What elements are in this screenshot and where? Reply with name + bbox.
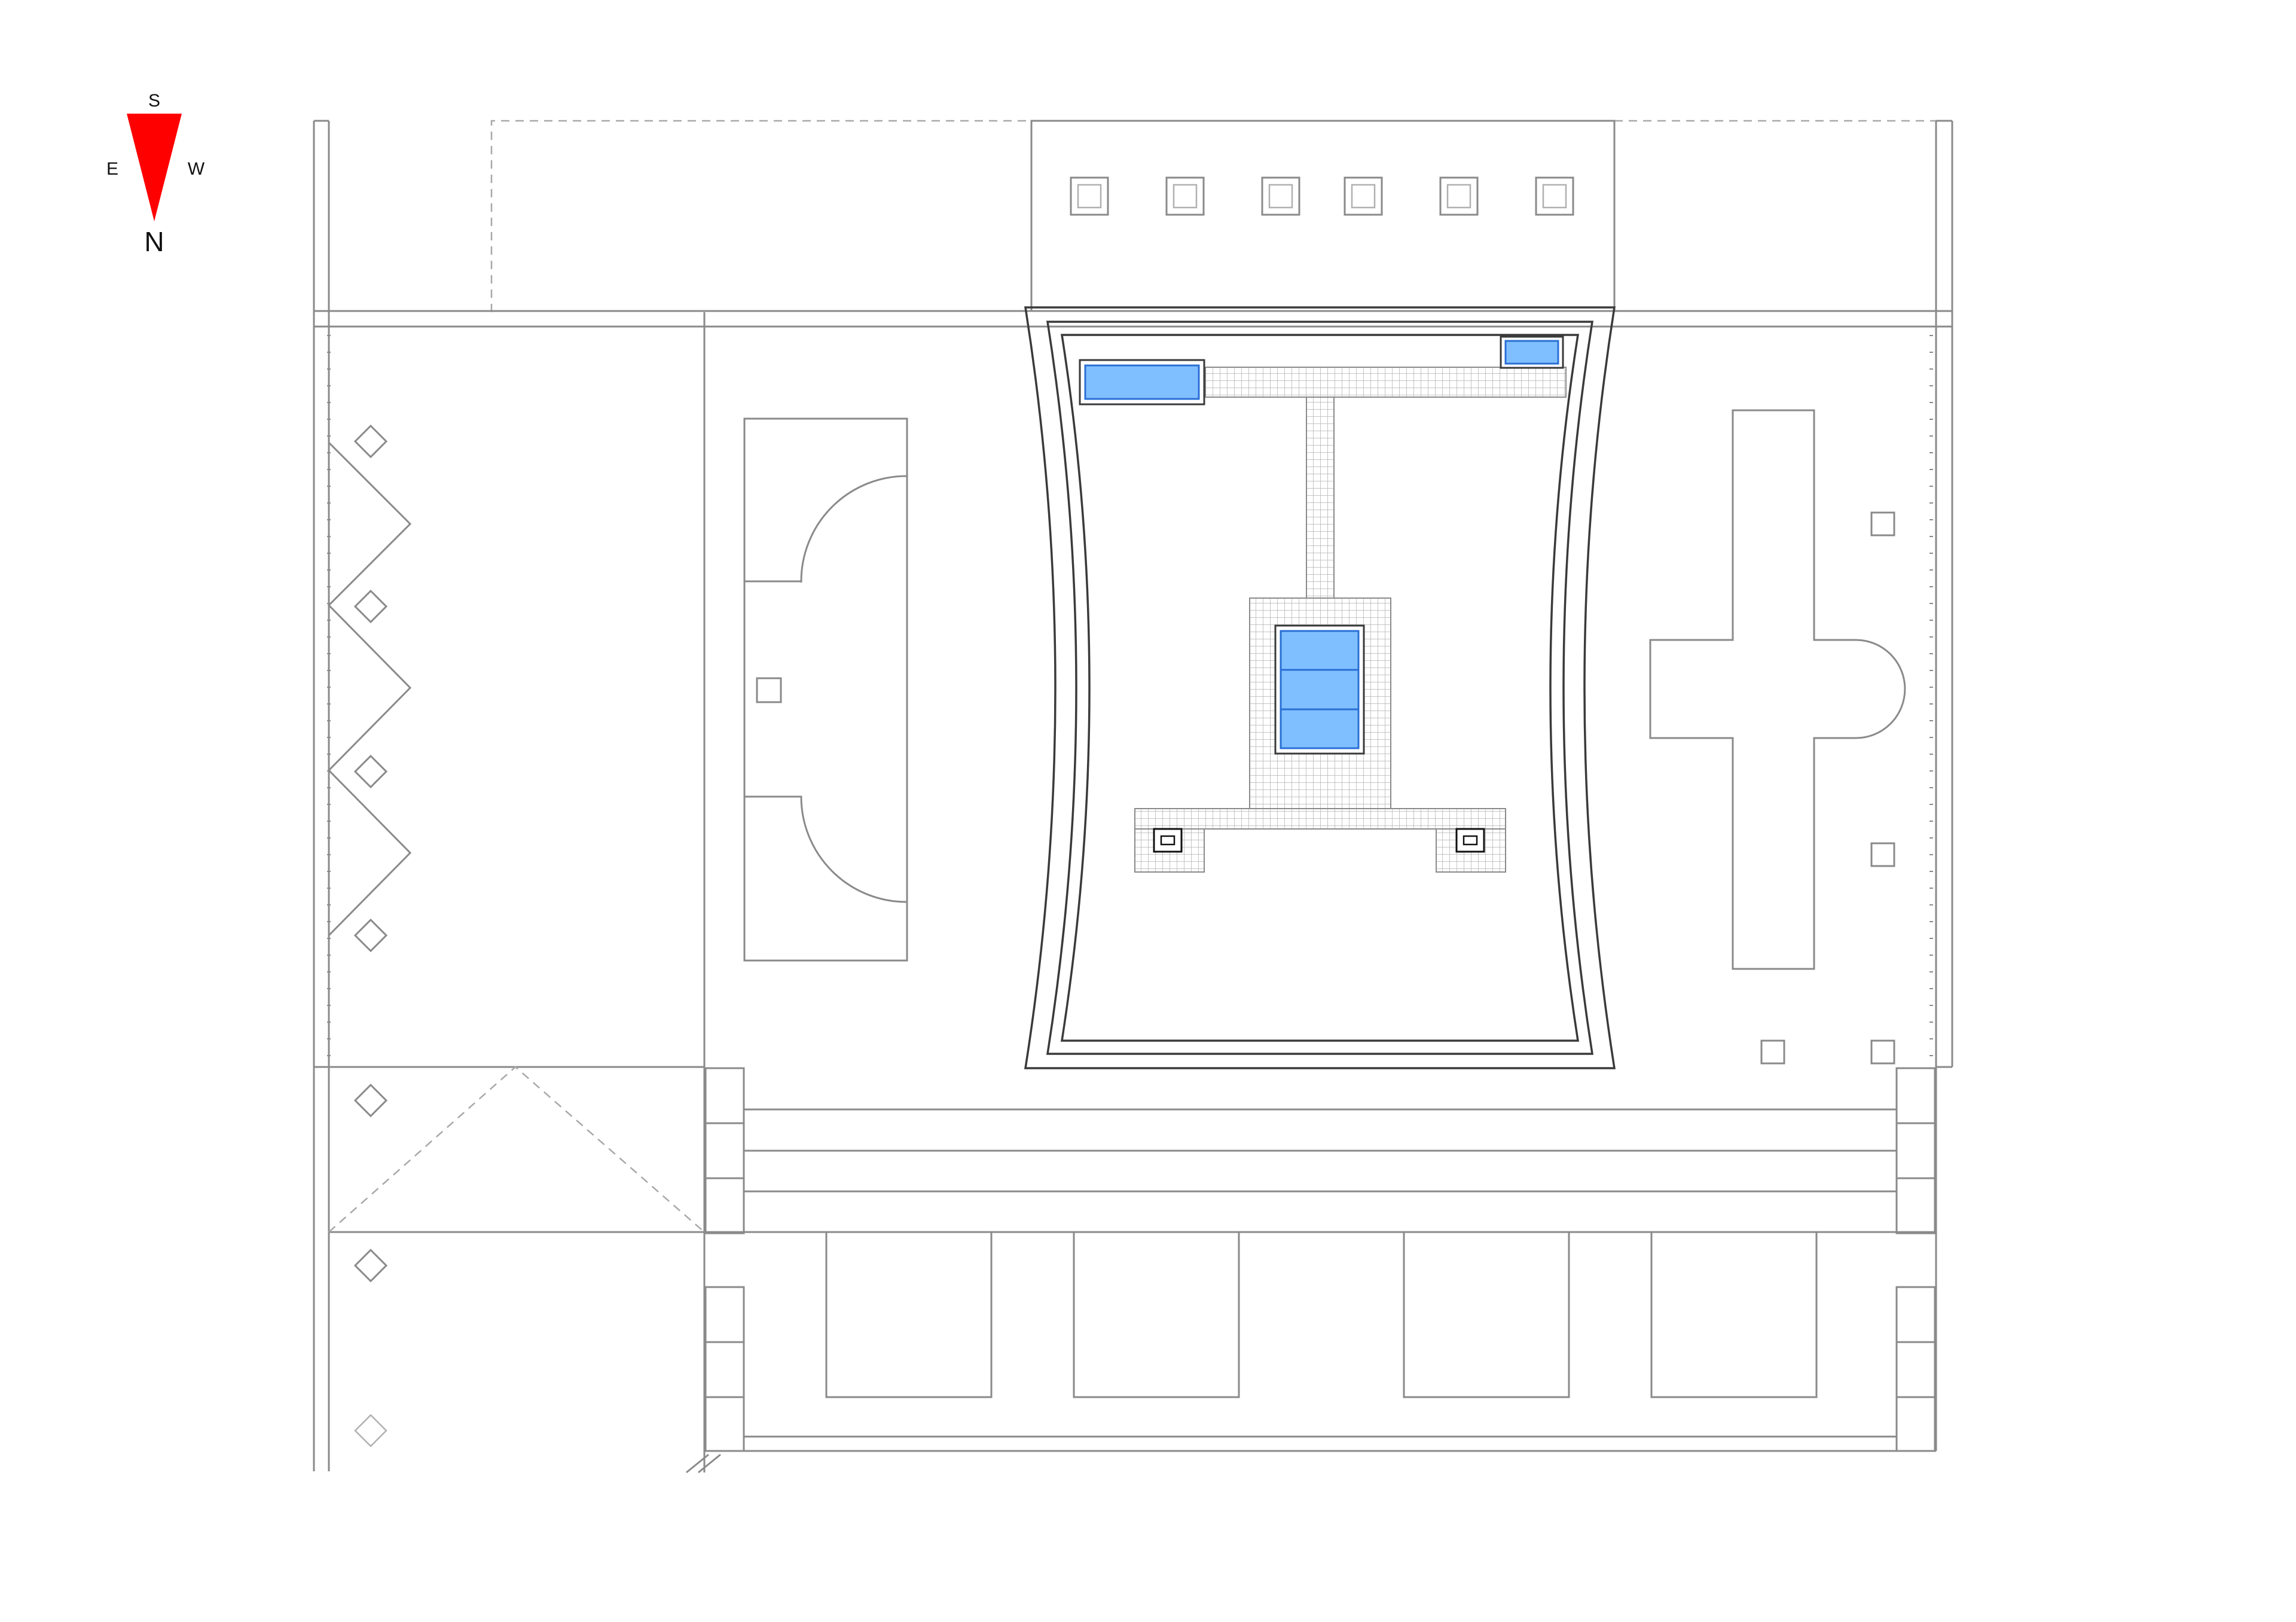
planter-icon	[353, 424, 388, 459]
lower-terrace	[704, 1067, 1936, 1452]
left-court	[743, 417, 908, 962]
pool-icon	[1274, 624, 1365, 755]
central-courtyard	[1024, 306, 1616, 1069]
planter-icon	[353, 589, 388, 624]
stair-icon	[704, 1067, 745, 1452]
right-cross-lawn	[1649, 409, 1906, 1065]
compass-north-label: N	[144, 226, 164, 257]
column-icon	[756, 677, 782, 703]
pool-icon	[1079, 359, 1205, 406]
column-icon	[1870, 511, 1895, 536]
zigzag-hedge	[327, 441, 412, 937]
column-icon	[1165, 176, 1205, 216]
column-icon	[1870, 842, 1895, 867]
compass-west-label: W	[188, 159, 205, 179]
right-wall	[1929, 120, 1953, 1451]
compass-south-label: S	[148, 91, 160, 111]
top-column-row	[1070, 176, 1574, 216]
dashed-roof-outline	[328, 1066, 705, 1233]
left-wall	[313, 120, 331, 1471]
stair-icon	[1895, 1067, 1936, 1452]
planter-icon	[354, 1414, 387, 1447]
compass-east-label: E	[106, 159, 118, 179]
column-icon	[1439, 176, 1479, 216]
planter-icon	[1073, 1231, 1240, 1398]
planter-icon	[353, 918, 388, 953]
column-icon	[1344, 176, 1383, 216]
column-icon	[1760, 1039, 1785, 1065]
column-icon	[1261, 176, 1300, 216]
pool-icon	[1500, 336, 1564, 369]
column-icon	[1870, 1039, 1895, 1065]
fountain-icon	[1153, 828, 1183, 853]
planter-icon	[353, 1248, 388, 1283]
top-boundary	[314, 120, 1953, 328]
left-garden-strip	[327, 312, 721, 1474]
planter-icon	[1403, 1231, 1570, 1398]
column-icon	[1070, 176, 1109, 216]
tiled-walkway	[1134, 367, 1567, 873]
fountain-icon	[1455, 828, 1485, 853]
column-icon	[1535, 176, 1574, 216]
planter-icon	[825, 1231, 993, 1398]
compass-icon: S E W N	[106, 91, 205, 257]
planter-icon	[353, 1083, 388, 1118]
planter-icon	[1650, 1231, 1818, 1398]
compass-needle	[127, 114, 182, 221]
planter-icon	[353, 754, 388, 789]
